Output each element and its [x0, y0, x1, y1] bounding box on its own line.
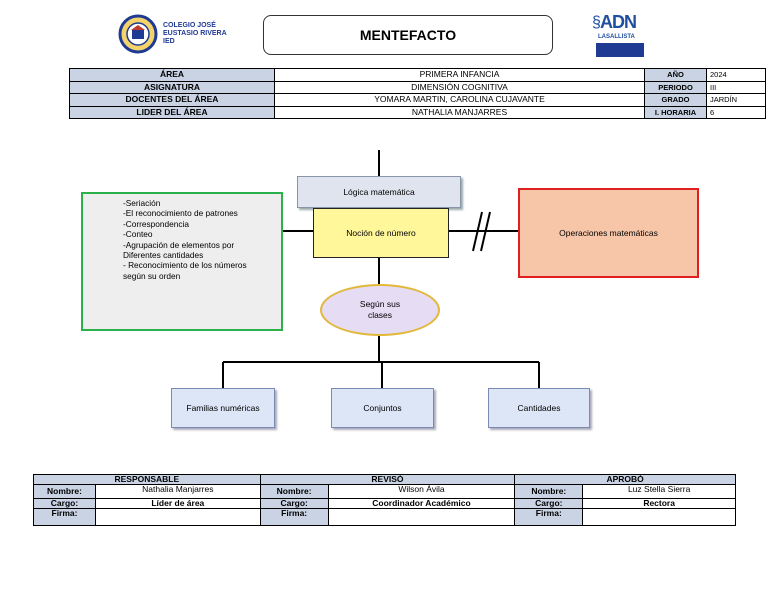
classifier-ellipse: Según sus clases [320, 284, 440, 336]
nombre-label: Nombre: [514, 484, 584, 499]
school-name: COLEGIO JOSÉ EUSTASIO RIVERA IED [163, 22, 227, 46]
signature-table: RESPONSABLE REVISÓ APROBÓ Nombre: Nathal… [33, 474, 736, 526]
classifier-line: clases [367, 310, 393, 320]
firma-label: Firma: [259, 508, 329, 526]
school-name-line-1: COLEGIO JOSÉ [163, 22, 216, 29]
nombre-label: Nombre: [33, 484, 96, 499]
infraordinate-box-familias: Familias numéricas [171, 388, 275, 428]
isoordinate-line: Diferentes cantidades [123, 250, 204, 261]
info-label: ASIGNATURA [69, 80, 275, 94]
info-label: DOCENTES DEL ÁREA [69, 93, 275, 107]
adn-logo-band [596, 43, 644, 57]
infraordinate-box-cantidades: Cantidades [488, 388, 590, 428]
cargo-label: Cargo: [33, 498, 96, 509]
header-responsable: RESPONSABLE [33, 474, 261, 485]
school-emblem-icon [118, 14, 158, 54]
adn-logo-text: ADN [600, 12, 637, 32]
isoordinate-line: -Correspondencia [123, 218, 189, 229]
isoordinate-line: -Agrupación de elementos por [123, 239, 235, 250]
info-row: ÁREA PRIMERA INFANCIA AÑO 2024 [69, 68, 766, 82]
adn-logo-subtext: LASALLISTA [598, 34, 635, 40]
aprobo-cargo: Rectora [582, 498, 736, 509]
classifier-line: Según sus [359, 299, 401, 309]
isoordinate-line: -Seriación [123, 198, 161, 208]
reviso-firma [327, 508, 516, 526]
info-label: ÁREA [69, 68, 275, 82]
firma-label: Firma: [514, 508, 584, 526]
school-name-line-2: EUSTASIO RIVERA [163, 30, 227, 37]
reviso-cargo: Coordinador Académico [327, 498, 516, 509]
dna-helix-icon: § [592, 14, 601, 31]
adn-logo: § ADN LASALLISTA [592, 12, 652, 60]
signature-header-row: RESPONSABLE REVISÓ APROBÓ [33, 474, 736, 485]
central-concept-box: Noción de número [313, 208, 449, 258]
school-logo: COLEGIO JOSÉ EUSTASIO RIVERA IED [118, 14, 238, 54]
info-table: ÁREA PRIMERA INFANCIA AÑO 2024 ASIGNATUR… [69, 68, 766, 119]
isoordinate-line: -El reconocimiento de patrones [123, 208, 238, 219]
exclusion-slash [472, 211, 483, 252]
aprobo-nombre: Luz Stella Sierra [582, 484, 736, 499]
exclusion-slash [480, 211, 491, 252]
nombre-row: Nombre: Nathalia Manjarres Nombre: Wilso… [33, 484, 736, 499]
info-value-2: 6 [706, 105, 766, 119]
info-value: NATHALIA MANJARRES [274, 105, 645, 119]
firma-label: Firma: [33, 508, 96, 526]
exclusion-box: Operaciones matemáticas [518, 188, 699, 278]
info-row: LIDER DEL ÁREA NATHALIA MANJARRES I. HOR… [69, 105, 766, 119]
aprobo-firma [582, 508, 736, 526]
firma-row: Firma: Firma: Firma: [33, 508, 736, 526]
info-row: DOCENTES DEL ÁREA YOMARA MARTIN, CAROLIN… [69, 93, 766, 107]
cargo-row: Cargo: Líder de área Cargo: Coordinador … [33, 498, 736, 509]
infraordinate-box-conjuntos: Conjuntos [331, 388, 434, 428]
nombre-label: Nombre: [259, 484, 329, 499]
info-label: LIDER DEL ÁREA [69, 105, 275, 119]
cargo-label: Cargo: [259, 498, 329, 509]
responsable-firma [95, 508, 261, 526]
responsable-nombre: Nathalia Manjarres [95, 484, 261, 499]
supraordinate-box: Lógica matemática [297, 176, 461, 208]
header-reviso: REVISÓ [259, 474, 516, 485]
isoordinate-line: - Reconocimiento de los números [123, 260, 247, 271]
page-title: MENTEFACTO [263, 15, 553, 55]
school-name-line-3: IED [163, 38, 175, 45]
cargo-label: Cargo: [514, 498, 584, 509]
responsable-cargo: Líder de área [95, 498, 261, 509]
header-aprobo: APROBÓ [514, 474, 736, 485]
info-label-2: I. HORARIA [644, 105, 707, 119]
isoordinate-line: según su orden [123, 270, 181, 281]
reviso-nombre: Wilson Ávila [327, 484, 516, 499]
isoordinate-line: -Conteo [123, 229, 153, 240]
isoordinate-box: -Seriación -El reconocimiento de patrone… [81, 192, 283, 331]
